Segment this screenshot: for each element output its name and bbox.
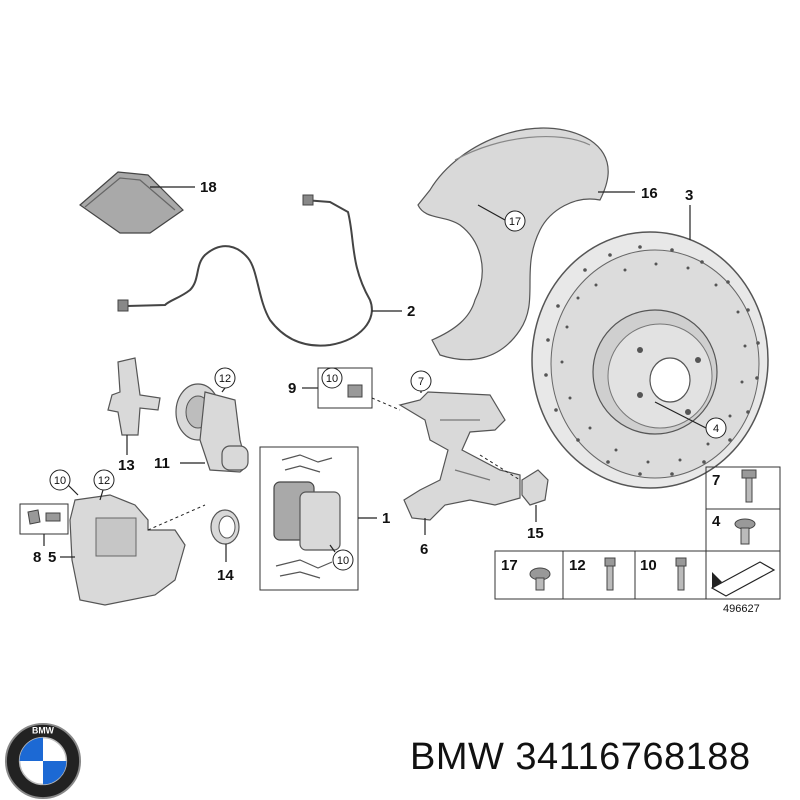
- part-18-mat: 18: [79, 171, 217, 234]
- label-5: 5: [48, 549, 56, 566]
- part-16-dust-shield: 16 17: [417, 127, 658, 361]
- bmw-logo: BMW: [4, 722, 82, 800]
- part-15-clip: 15: [479, 454, 549, 542]
- part-9-bolt-group: 10 9: [288, 367, 401, 411]
- label-3: 3: [685, 187, 693, 204]
- label-10-caliper: 10: [54, 475, 66, 487]
- label-4-disc: 4: [713, 423, 719, 435]
- part-11-actuator: 12 11: [154, 367, 249, 473]
- logo-letters: BMW: [32, 726, 55, 736]
- part-number-caption: BMW 34116768188: [410, 736, 751, 778]
- label-13: 13: [118, 457, 135, 474]
- part-3-brake-disc: 3 4: [531, 187, 769, 489]
- part-1-brake-pads: 10 1: [259, 446, 390, 591]
- label-4-table: 4: [712, 513, 721, 530]
- label-11: 11: [154, 455, 170, 472]
- label-8: 8: [33, 549, 41, 566]
- label-2: 2: [407, 303, 415, 320]
- label-18: 18: [200, 179, 217, 196]
- part-14-seal: 14: [210, 509, 240, 584]
- part-13-bracket: 13: [107, 357, 161, 474]
- part-2-wear-sensor: 2: [117, 194, 415, 347]
- label-10-group9: 10: [326, 373, 338, 385]
- label-7-carrier: 7: [418, 376, 424, 388]
- label-17-shield: 17: [509, 216, 521, 228]
- label-9: 9: [288, 380, 296, 397]
- diagram-number: 496627: [723, 603, 760, 615]
- label-1: 1: [382, 510, 390, 527]
- label-10-table: 10: [640, 557, 657, 574]
- label-7-table: 7: [712, 472, 720, 489]
- label-6: 6: [420, 541, 428, 558]
- label-12-table: 12: [569, 557, 586, 574]
- label-10-pads: 10: [337, 555, 349, 567]
- fastener-table: 7 4 17 12 10 496627: [494, 466, 781, 615]
- label-16: 16: [641, 185, 658, 202]
- label-15: 15: [527, 525, 544, 542]
- part-6-caliper-carrier: 7 6: [398, 370, 521, 558]
- label-17-table: 17: [501, 557, 518, 574]
- label-12-caliper: 12: [98, 475, 110, 487]
- label-12-actuator: 12: [219, 373, 231, 385]
- label-14: 14: [217, 567, 234, 584]
- part-5-caliper: 8 5 10 12: [19, 469, 206, 606]
